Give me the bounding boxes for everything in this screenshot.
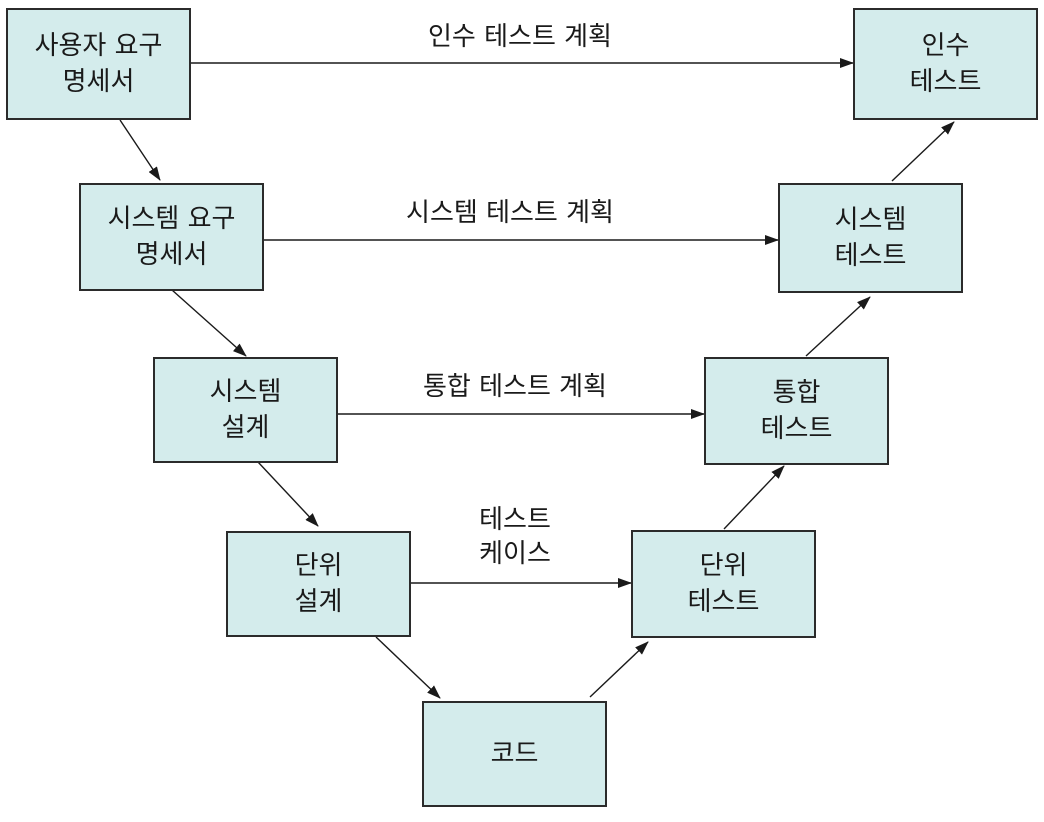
system-test-line1: 시스템 xyxy=(834,205,907,235)
system-test-box: 시스템 테스트 xyxy=(778,183,963,293)
ascend-arrow-2 xyxy=(723,465,785,530)
unit-test-line2: 테스트 xyxy=(687,587,760,617)
acceptance-test-line2: 테스트 xyxy=(909,67,982,97)
system-design-line1: 시스템 xyxy=(209,377,282,407)
system-design-line2: 설계 xyxy=(221,413,270,443)
user-requirements-line1: 사용자 요구 xyxy=(34,31,163,61)
unit-design-line2: 설계 xyxy=(294,587,343,617)
system-requirements-line2: 명세서 xyxy=(135,240,208,270)
ascend-arrow-3 xyxy=(805,296,871,357)
acceptance-plan-label: 인수 테스트 계획 xyxy=(428,22,612,52)
integration-test-line2: 테스트 xyxy=(760,414,833,444)
user-requirements-box: 사용자 요구 명세서 xyxy=(6,8,191,120)
acceptance-test-line1: 인수 xyxy=(921,31,970,61)
descend-arrow-1 xyxy=(119,119,161,181)
code-line1: 코드 xyxy=(490,739,539,769)
ascend-arrow-1 xyxy=(589,641,649,698)
ascend-arrow-4 xyxy=(891,121,955,182)
system-requirements-box: 시스템 요구 명세서 xyxy=(79,183,264,291)
integration-test-line1: 통합 xyxy=(772,378,821,408)
unit-test-box: 단위 테스트 xyxy=(631,530,816,638)
user-requirements-line2: 명세서 xyxy=(62,67,135,97)
system-test-line2: 테스트 xyxy=(834,241,907,271)
code-box: 코드 xyxy=(422,701,607,807)
integration-plan-label: 통합 테스트 계획 xyxy=(423,372,607,402)
test-case-label: 테스트 케이스 xyxy=(440,503,590,571)
acceptance-test-box: 인수 테스트 xyxy=(853,8,1038,120)
integration-test-box: 통합 테스트 xyxy=(704,357,889,465)
system-plan-label: 시스템 테스트 계획 xyxy=(406,198,614,228)
unit-test-line1: 단위 xyxy=(699,551,748,581)
system-requirements-line1: 시스템 요구 xyxy=(107,204,236,234)
descend-arrow-3 xyxy=(257,461,319,527)
system-design-box: 시스템 설계 xyxy=(153,357,338,463)
test-case-line2: 케이스 xyxy=(479,539,551,569)
descend-arrow-4 xyxy=(375,636,441,699)
test-case-line1: 테스트 xyxy=(479,505,551,535)
descend-arrow-2 xyxy=(171,289,247,357)
unit-design-line1: 단위 xyxy=(294,551,343,581)
unit-design-box: 단위 설계 xyxy=(226,531,411,637)
